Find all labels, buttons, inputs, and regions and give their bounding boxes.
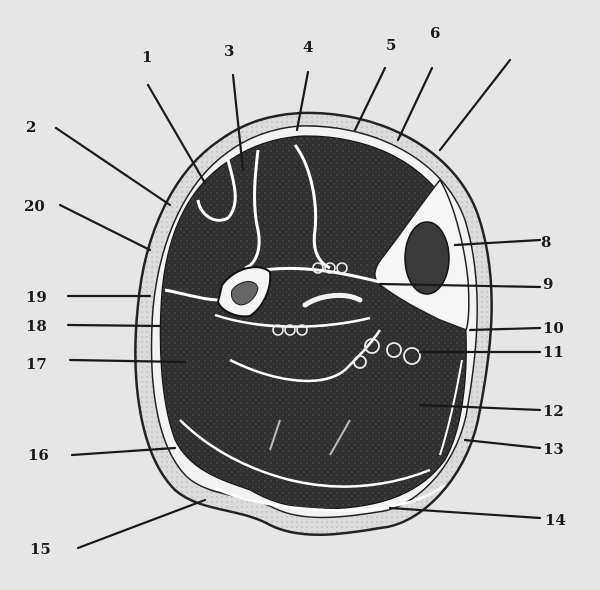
callout-14: 14: [545, 511, 566, 529]
callout-5: 5: [386, 36, 396, 54]
callout-17: 17: [26, 355, 47, 373]
callout-1: 1: [142, 48, 152, 66]
callout-13: 13: [543, 440, 564, 458]
callout-6: 6: [430, 24, 440, 42]
vessel-8: [405, 222, 449, 294]
callout-9: 9: [543, 275, 553, 293]
callout-8: 8: [541, 233, 551, 251]
callout-3: 3: [224, 42, 234, 60]
callout-19: 19: [26, 288, 47, 306]
callout-16: 16: [28, 446, 49, 464]
callout-18: 18: [26, 317, 47, 335]
callout-12: 12: [543, 402, 564, 420]
callout-2: 2: [26, 118, 36, 136]
callout-20: 20: [24, 197, 45, 215]
callout-11: 11: [543, 343, 564, 361]
leader-18: [68, 325, 160, 326]
callout-4: 4: [303, 38, 313, 56]
callout-10: 10: [543, 319, 564, 337]
callout-15: 15: [30, 540, 51, 558]
